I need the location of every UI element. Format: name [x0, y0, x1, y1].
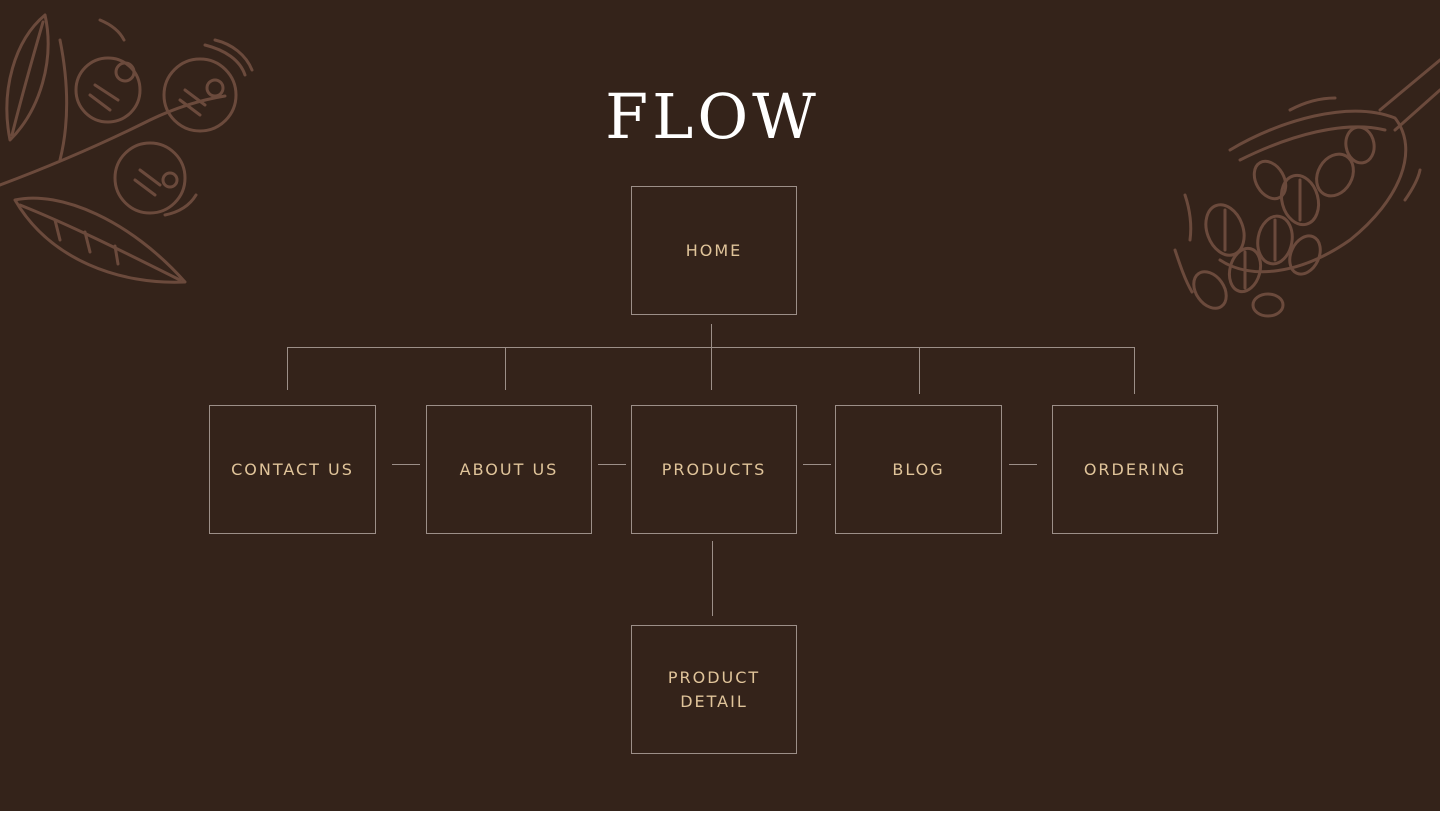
node-contact-us: CONTACT US [209, 405, 376, 534]
node-blog: BLOG [835, 405, 1002, 534]
node-products: PRODUCTS [631, 405, 797, 534]
node-ordering: ORDERING [1052, 405, 1218, 534]
node-product-detail: PRODUCT DETAIL [631, 625, 797, 754]
page-title: FLOW [605, 80, 820, 153]
node-home: HOME [631, 186, 797, 315]
node-about-us: ABOUT US [426, 405, 592, 534]
